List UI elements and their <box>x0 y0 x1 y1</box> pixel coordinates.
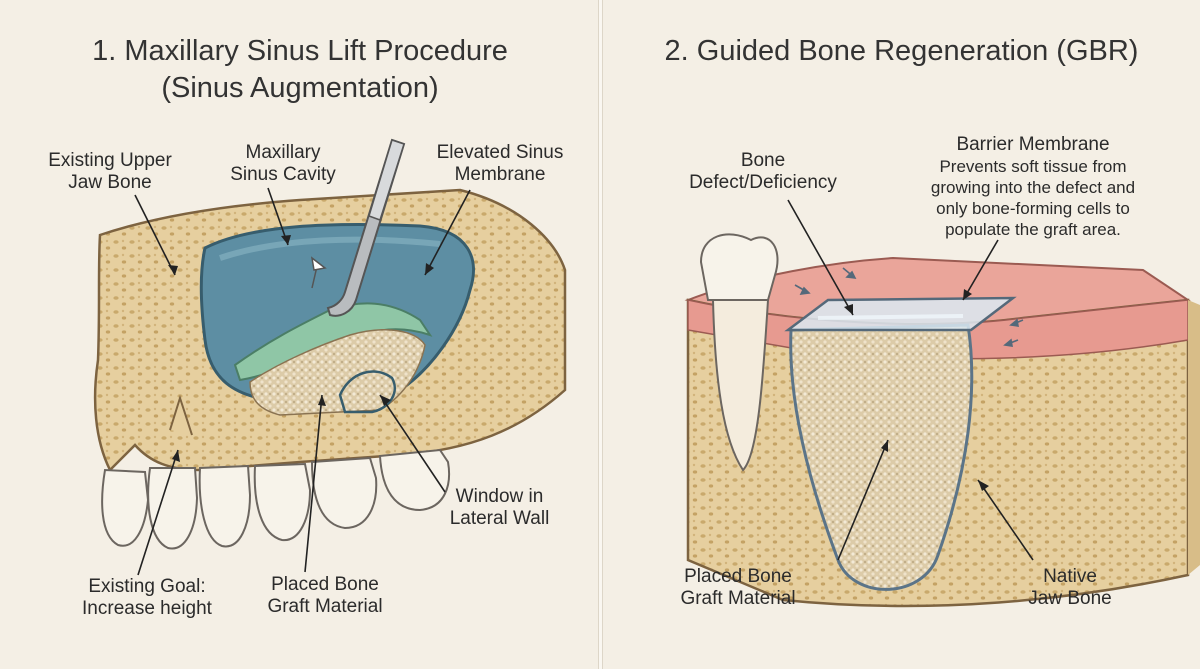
sinus-title-line2: (Sinus Augmentation) <box>161 72 439 104</box>
label-goal: Existing Goal: Increase height <box>82 576 212 619</box>
gbr-illustration <box>684 199 1200 608</box>
sinus-lift-title: 1. Maxillary Sinus Lift Procedure (Sinus… <box>0 33 600 107</box>
label-upper-jaw-bone: Existing Upper Jaw Bone <box>48 150 172 193</box>
gbr-title: 2. Guided Bone Regeneration (GBR) <box>664 35 1139 67</box>
upper-teeth <box>101 448 450 550</box>
sinus-lift-panel: 1. Maxillary Sinus Lift Procedure (Sinus… <box>0 33 600 619</box>
label-elevated-membrane: Elevated Sinus Membrane <box>436 142 564 185</box>
barrier-membrane <box>784 296 1017 332</box>
label-sinus-graft: Placed Bone Graft Material <box>267 574 383 617</box>
label-sinus-cavity: Maxillary Sinus Cavity <box>230 142 336 185</box>
label-gbr-graft: Placed Bone Graft Material <box>680 566 796 609</box>
label-native-jaw-bone: Native Jaw Bone <box>1028 566 1112 609</box>
sinus-lift-illustration <box>93 138 567 576</box>
label-bone-defect: Bone Defect/Deficiency <box>689 150 837 193</box>
label-lateral-window: Window in Lateral Wall <box>449 486 550 529</box>
sinus-graft <box>249 329 426 416</box>
gbr-panel: 2. Guided Bone Regeneration (GBR) Bone D… <box>603 0 1200 669</box>
panel-divider <box>598 0 603 669</box>
sinus-title-line1: 1. Maxillary Sinus Lift Procedure <box>92 35 508 67</box>
lateral-window <box>338 370 397 414</box>
tooth <box>699 233 779 472</box>
label-barrier-membrane: Barrier Membrane Prevents soft tissue fr… <box>930 134 1136 239</box>
